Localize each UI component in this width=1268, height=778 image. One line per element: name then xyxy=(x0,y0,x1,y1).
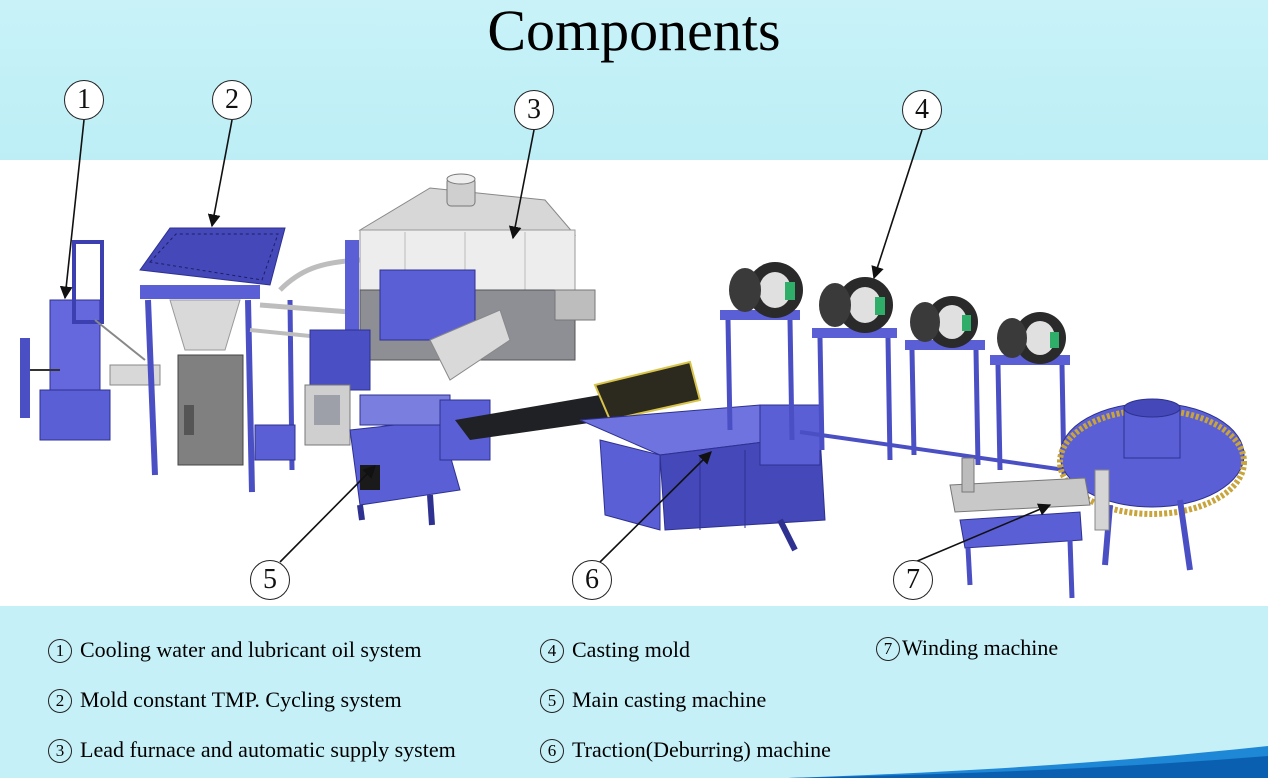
page-title: Components xyxy=(487,0,781,63)
cooling-lubricant-unit xyxy=(20,240,161,441)
legend-num: 1 xyxy=(48,639,72,663)
mold-temperature-unit xyxy=(139,227,296,493)
lead-furnace xyxy=(345,173,596,381)
legend-num: 6 xyxy=(540,739,564,763)
callout-leaders xyxy=(59,119,1052,563)
legend-label: Traction(Deburring) machine xyxy=(572,737,831,762)
legend-label: Mold constant TMP. Cycling system xyxy=(80,687,402,712)
winding-machine xyxy=(949,398,1247,599)
callout-5: 5 xyxy=(250,560,290,600)
callout-2: 2 xyxy=(212,80,252,120)
corner-swoosh xyxy=(788,746,1268,778)
legend-item-2: 2 Mold constant TMP. Cycling system xyxy=(48,686,402,714)
legend-label: Lead furnace and automatic supply system xyxy=(80,737,456,762)
legend-label: Main casting machine xyxy=(572,687,767,712)
legend-item-3: 3 Lead furnace and automatic supply syste… xyxy=(48,736,456,764)
legend-label: Casting mold xyxy=(572,637,690,662)
casting-molds xyxy=(720,262,1070,476)
callout-3: 3 xyxy=(514,90,554,130)
legend-num: 4 xyxy=(540,639,564,663)
callout-4: 4 xyxy=(902,90,942,130)
legend-num: 2 xyxy=(48,689,72,713)
legend-item-4: 4 Casting mold xyxy=(540,636,690,664)
legend-label: Cooling water and lubricant oil system xyxy=(80,637,422,662)
callout-1: 1 xyxy=(64,80,104,120)
legend-label: Winding machine xyxy=(902,635,1059,660)
legend-item-6: 6 Traction(Deburring) machine xyxy=(540,736,831,764)
legend-item-1: 1 Cooling water and lubricant oil system xyxy=(48,636,422,664)
legend-num: 5 xyxy=(540,689,564,713)
callout-6: 6 xyxy=(572,560,612,600)
traction-machine xyxy=(579,360,826,552)
callout-7: 7 xyxy=(893,560,933,600)
header-band xyxy=(0,0,1268,160)
legend-item-5: 5 Main casting machine xyxy=(540,686,766,714)
legend-band xyxy=(0,606,1268,778)
legend-num: 7 xyxy=(876,637,900,661)
legend-num: 3 xyxy=(48,739,72,763)
